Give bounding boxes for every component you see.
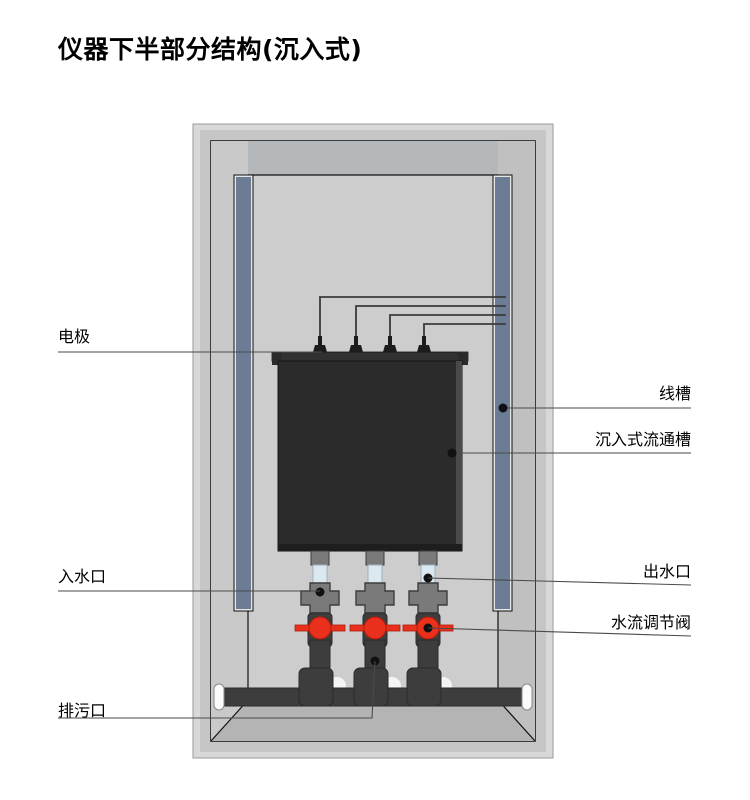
elbow-1 — [298, 667, 334, 707]
flow-regulating-valve-2 — [349, 616, 401, 640]
valve-1-hub — [308, 616, 332, 640]
elbow-3 — [406, 667, 442, 707]
leader-flow-valve — [427, 627, 692, 637]
flow-cell-lid-tab-right — [458, 352, 468, 365]
pipe-1-clear-tube — [312, 564, 328, 584]
pipe-2-clear-tube — [367, 564, 383, 584]
electrode-group — [313, 336, 431, 352]
manifold-end-cap-left — [213, 683, 225, 711]
electrode-4 — [417, 336, 431, 352]
valve-2-hub — [363, 616, 387, 640]
pipe-1-top-collar — [310, 550, 330, 566]
manifold-end-cap-right — [521, 683, 533, 711]
pipe-2-top-collar — [365, 550, 385, 566]
flow-regulating-valve-1 — [294, 616, 346, 640]
label-submerged-flow-cell: 沉入式流通槽 — [594, 430, 691, 449]
cabinet-ceiling-inner — [211, 141, 535, 175]
flow-cell-bottom-shade — [278, 544, 462, 551]
wire-duct-left — [233, 174, 254, 612]
label-drain-outlet: 排污口 — [58, 701, 107, 720]
bottom-manifold — [213, 667, 533, 711]
cabinet-floor — [211, 700, 535, 741]
label-water-outlet: 出水口 — [642, 562, 691, 581]
label-wire-duct: 线槽 — [658, 384, 691, 403]
callout-leader-lines — [58, 351, 692, 719]
floor-miter-right — [497, 699, 536, 742]
leader-water-outlet — [427, 577, 692, 586]
label-electrode: 电极 — [58, 327, 91, 346]
electrode-cable-1 — [319, 296, 506, 352]
electrode-3 — [383, 336, 397, 352]
submerged-flow-cell — [271, 351, 469, 552]
label-water-inlet: 入水口 — [58, 567, 107, 586]
wire-duct-right — [492, 174, 513, 612]
flow-cell-lid-tab-left — [272, 352, 282, 365]
electrode-2 — [349, 336, 363, 352]
leader-drain-outlet — [58, 660, 376, 719]
flow-cell-right-highlight — [456, 361, 462, 551]
elbow-2 — [353, 667, 389, 707]
flow-cell-body — [277, 360, 463, 552]
wire-duct-marker-dot — [498, 403, 508, 413]
floor-miter-left — [210, 699, 249, 742]
flow-cell-lid — [271, 351, 469, 362]
label-flow-regulating-valve: 水流调节阀 — [610, 613, 691, 632]
pipe-3-top-collar — [418, 550, 438, 566]
inlet-port-marker — [315, 587, 325, 597]
electrode-1 — [313, 336, 327, 352]
page-title: 仪器下半部分结构(沉入式) — [58, 35, 363, 64]
flow-cell-marker-dot — [447, 448, 457, 458]
